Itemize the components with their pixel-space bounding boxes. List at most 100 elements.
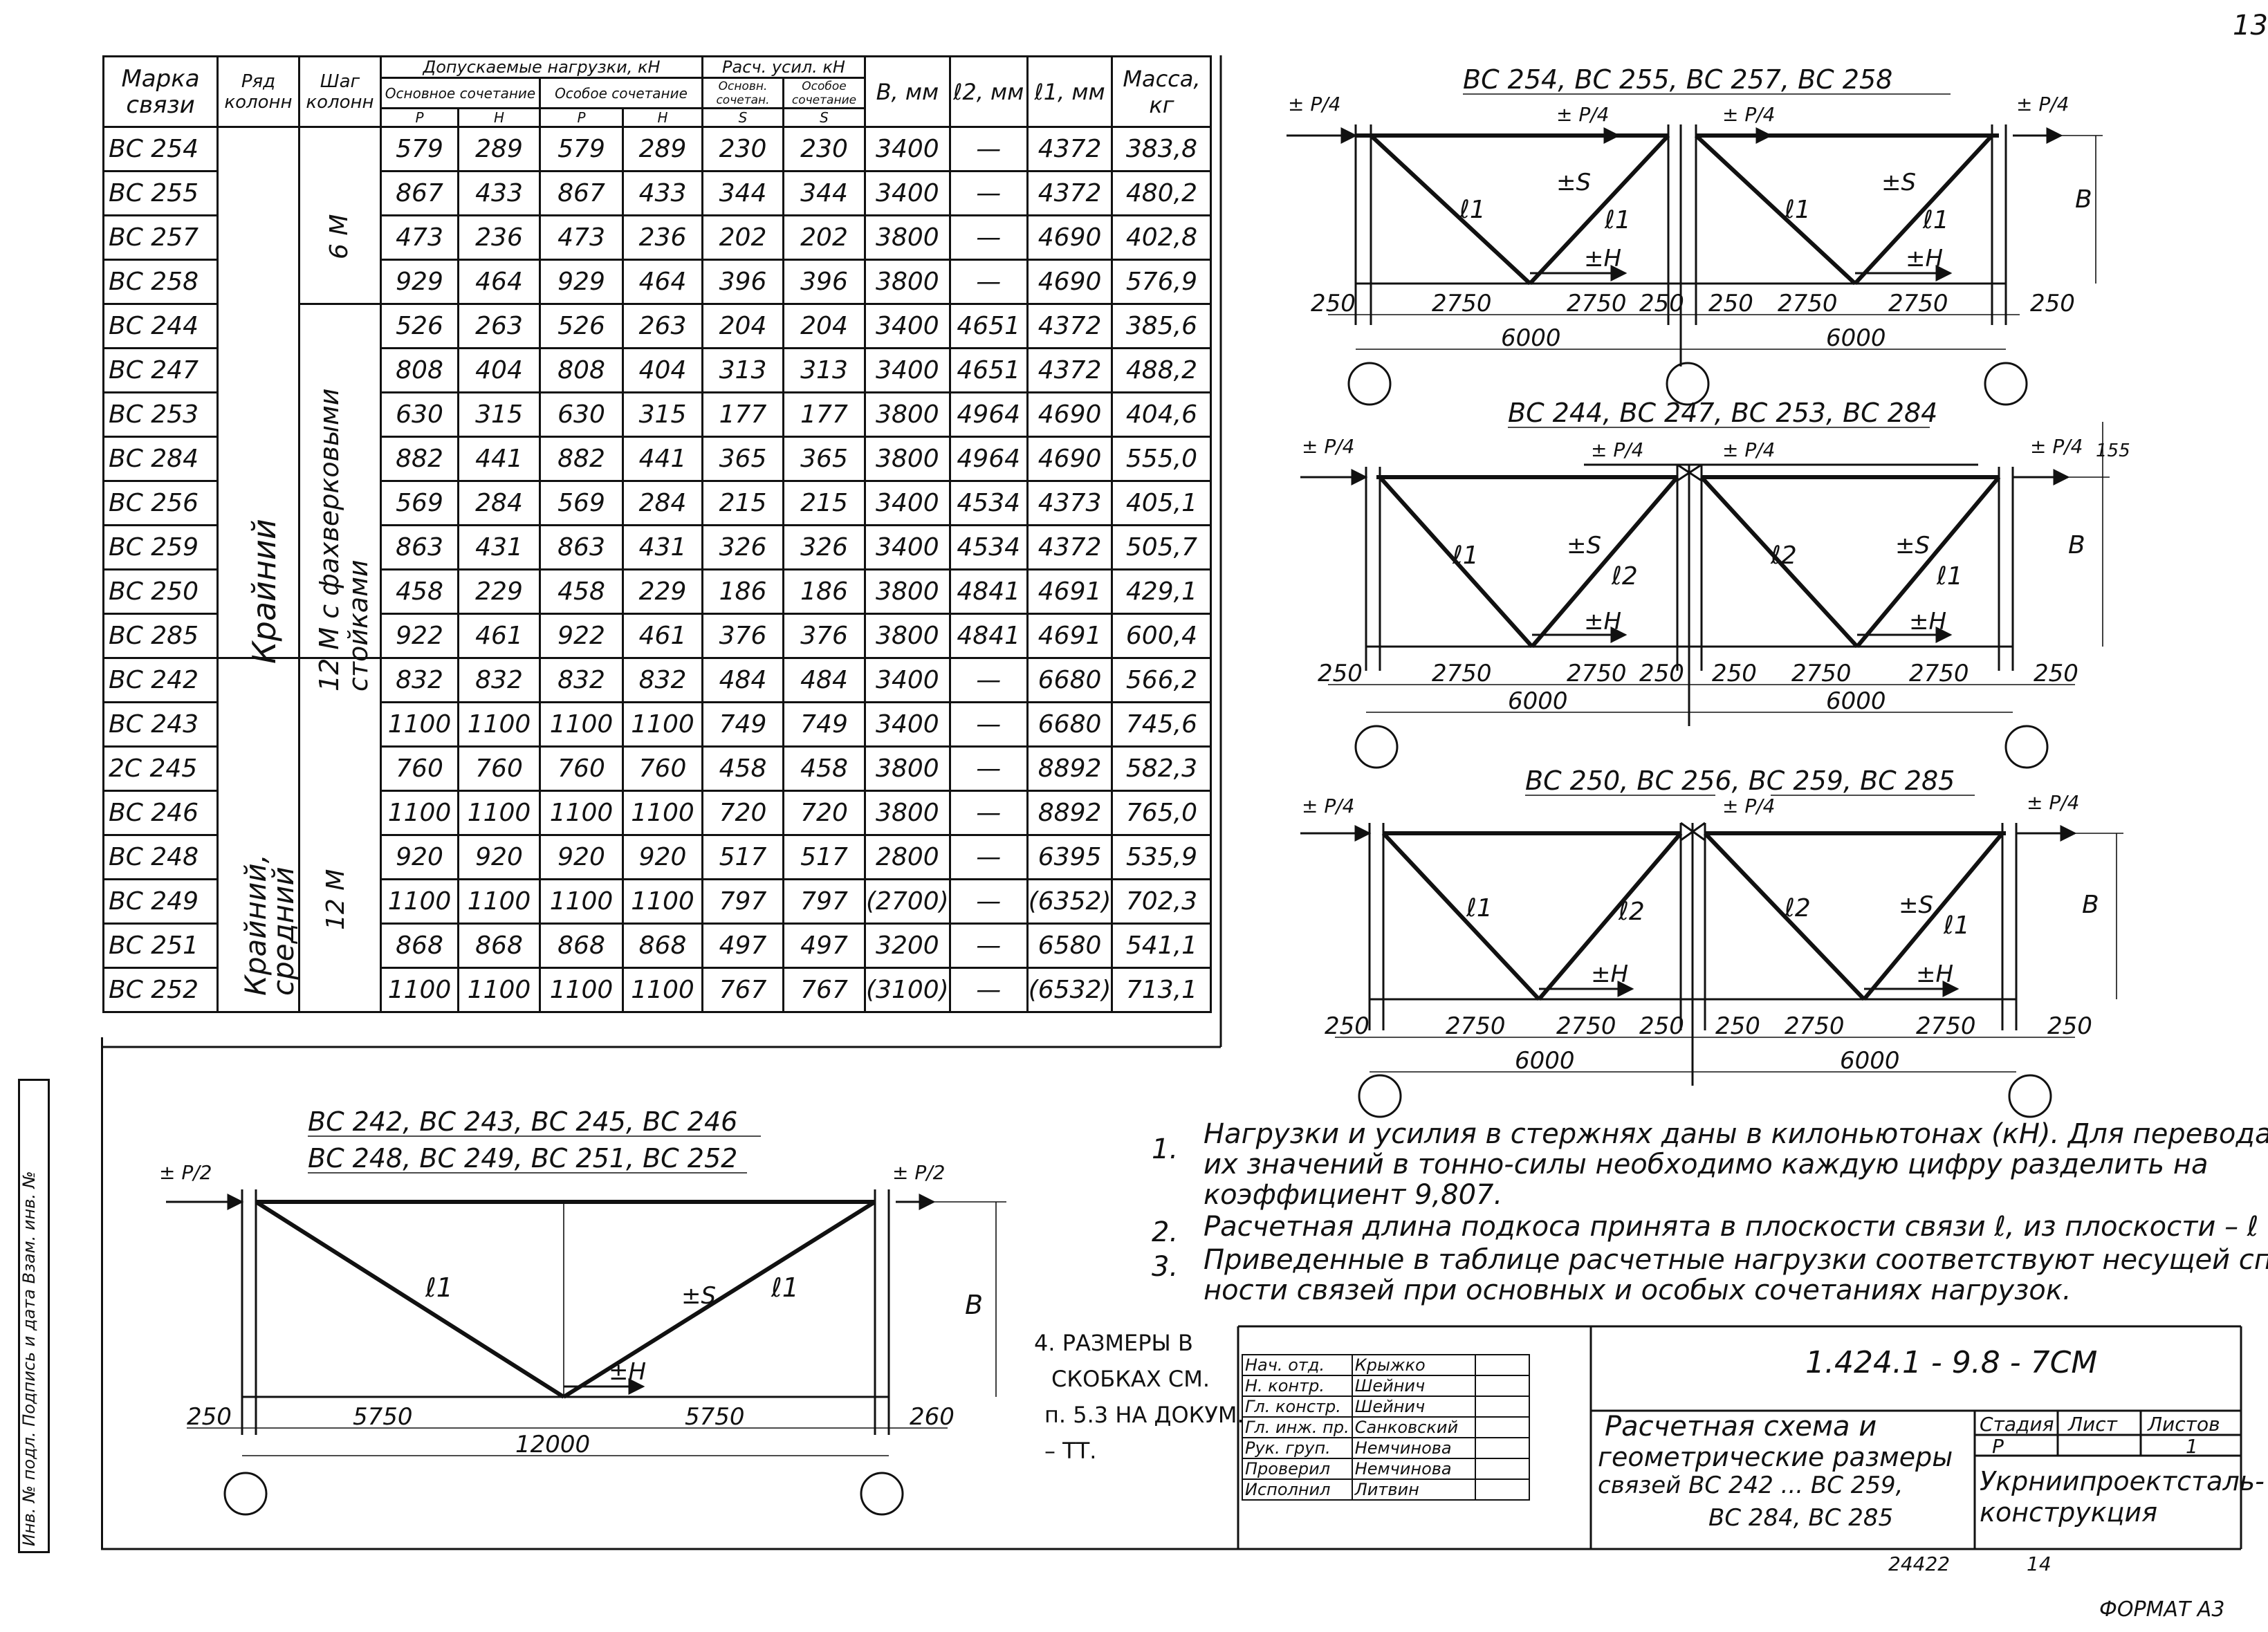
cell-marka: ВС 256 [102,480,219,526]
table-cell: 808 [380,347,459,393]
table-cell: 1100 [457,878,541,925]
d2-title: ВС 244, ВС 247, ВС 253, ВС 284 [1508,398,1937,428]
d3-dim-250d: 250 [2047,1012,2092,1040]
stamp-role: Гл. инж. пр. [1242,1416,1353,1438]
note-3-line2: ности связей при основных и особых сочет… [1204,1274,2072,1306]
d4-load-right: ± P/2 [892,1161,946,1184]
d3-s: ±S [1899,891,1933,919]
cell-marka: ВС 248 [102,834,219,880]
table-cell: — [948,259,1029,305]
d1-load-right: ± P/4 [2016,93,2069,115]
table-cell: 3400 [864,657,951,703]
table-cell: 882 [539,436,624,482]
stamp-signature [1474,1395,1530,1418]
table-cell: 745,6 [1111,701,1213,748]
stamp-signature [1474,1416,1530,1438]
stamp-person: Немчинова [1351,1458,1476,1480]
table-cell: — [948,878,1029,925]
stamp-person: Шейнич [1351,1375,1476,1397]
table-cell: 808 [539,347,624,393]
table-cell: 868 [457,922,541,969]
table-cell: 404 [622,347,703,393]
table-cell: 3800 [864,745,951,792]
d1-l1-a: ℓ1 [1459,196,1486,224]
stamp-sheets-hdr: Листов [2148,1413,2220,1436]
table-cell: 600,4 [1111,613,1213,659]
table-cell: 396 [701,259,784,305]
frame-line [101,1037,103,1549]
table-cell: 868 [539,922,624,969]
d4-load-left: ± P/2 [159,1161,212,1184]
note-1-line2: их значений в тонно-силы необходимо кажд… [1204,1149,2209,1180]
stamp-stage-hdr: Стадия [1980,1413,2054,1436]
stamp-signature [1474,1354,1530,1376]
d1-dim-250b: 250 [1639,290,1684,317]
table-cell: 922 [539,613,624,659]
table-cell: 1100 [457,967,541,1013]
d1-load-left: ± P/4 [1288,93,1341,115]
table-cell: 526 [380,303,459,349]
table-cell: 497 [782,922,866,969]
table-cell: 236 [457,214,541,261]
table-cell: — [948,701,1029,748]
table-cell: 344 [701,170,784,216]
stamp-signature [1474,1437,1530,1459]
table-cell: 488,2 [1111,347,1213,393]
table-cell: 326 [782,524,866,571]
table-cell: 867 [539,170,624,216]
d1-dim-2750c: 2750 [1778,290,1838,317]
table-cell: 630 [539,391,624,438]
table-cell: 204 [782,303,866,349]
table-cell: 3800 [864,568,951,615]
table-cell: 749 [701,701,784,748]
table-cell: 760 [457,745,541,792]
table-cell: 4964 [948,391,1029,438]
note-3-line1: Приведенные в таблице расчетные нагрузки… [1204,1244,2268,1276]
d1-dim-2750b: 2750 [1567,290,1627,317]
d1-load-mid2: ± P/4 [1722,103,1776,126]
table-cell: 365 [782,436,866,482]
d2-dim-2750c: 2750 [1791,660,1852,687]
group-cell-step3 [298,657,382,1013]
table-cell: — [948,214,1029,261]
table-cell: 229 [457,568,541,615]
stamp-role: Проверил [1242,1458,1353,1480]
diagram-4: ВС 242, ВС 243, ВС 245, ВС 246 ВС 248, В… [159,1106,1006,1516]
table-cell: 177 [701,391,784,438]
d2-l1-a: ℓ1 [1452,541,1479,570]
note-2: Расчетная длина подкоса принята в плоско… [1204,1211,2259,1243]
note-1-line3: коэффициент 9,807. [1204,1179,1503,1211]
cell-marka: ВС 257 [102,214,219,261]
d2-dim-6000a: 6000 [1508,687,1568,715]
stamp-org-2: конструкция [1980,1497,2158,1528]
table-cell: 4373 [1026,480,1114,526]
table-cell: 535,9 [1111,834,1213,880]
diagram-3: ВС 250, ВС 256, ВС 259, ВС 285 ± P/4 ± P… [1300,766,2123,1118]
cell-marka: ВС 246 [102,790,219,836]
table-cell: 868 [380,922,459,969]
cell-marka: ВС 250 [102,568,219,615]
note-3-num: 3. [1152,1251,1179,1283]
table-cell: 3400 [864,524,951,571]
table-cell: 749 [782,701,866,748]
stamp-role-row: Нач. отд.Крыжко [1242,1354,1530,1376]
table-cell: 882 [380,436,459,482]
table-cell: — [948,922,1029,969]
stamp-person: Немчинова [1351,1437,1476,1459]
table-cell: 177 [782,391,866,438]
d3-h-a: ±H [1591,961,1628,988]
d2-dim-250d: 250 [2034,660,2078,687]
d3-dim-6000b: 6000 [1840,1047,1900,1075]
d2-b: В [2068,531,2085,559]
d2-load-right: ± P/4 [2030,435,2083,458]
stamp-stage: Р [1992,1435,2004,1458]
d1-dim-2750d: 2750 [1888,290,1948,317]
table-cell: 4534 [948,480,1029,526]
